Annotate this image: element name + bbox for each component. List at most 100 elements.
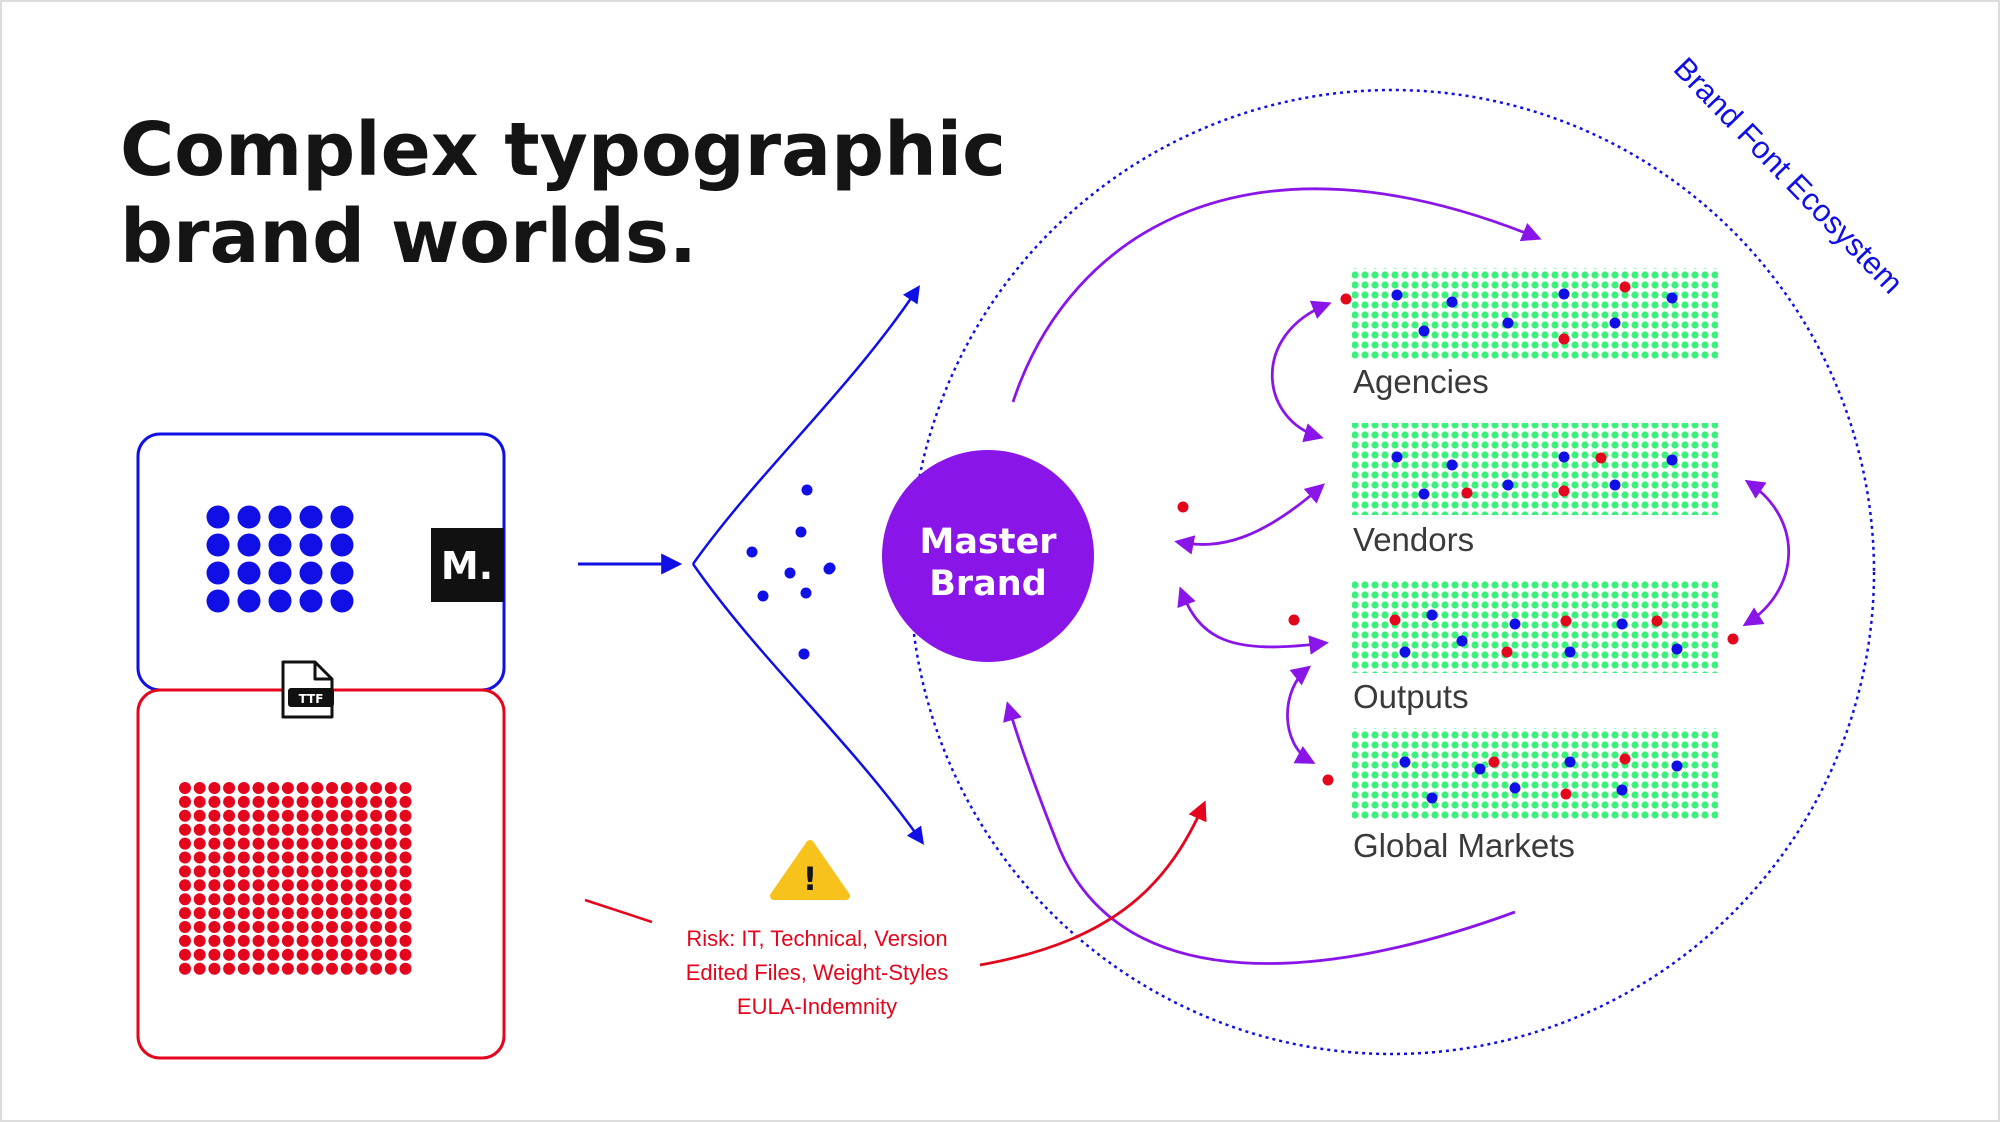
unmanaged-font-dot: [384, 893, 397, 906]
matrix-blue-dot: [1609, 317, 1621, 329]
matrix-red-dot: [1340, 293, 1352, 305]
unmanaged-font-dot: [296, 837, 309, 850]
unmanaged-font-dot: [281, 879, 294, 892]
brand-font-dot: [299, 589, 323, 613]
unmanaged-font-dot: [355, 879, 368, 892]
unmanaged-font-dot: [179, 962, 191, 975]
matrix-blue-dot: [1564, 646, 1576, 658]
unmanaged-font-dot: [296, 934, 309, 947]
ttf-file-icon: TTF: [281, 660, 334, 719]
unmanaged-font-dot: [237, 934, 250, 947]
unmanaged-font-dot: [252, 837, 265, 850]
unmanaged-font-dot: [311, 907, 324, 920]
brand-font-dot: [330, 533, 354, 557]
matrix-red-dot: [1322, 774, 1334, 786]
unmanaged-font-dot: [179, 907, 191, 920]
unmanaged-font-dot: [237, 865, 250, 878]
unmanaged-font-dot: [237, 893, 250, 906]
matrix-blue-dot: [1474, 763, 1486, 775]
unmanaged-font-dot: [399, 921, 412, 933]
matrix-blue-dot: [1391, 289, 1403, 301]
unmanaged-font-dot: [370, 809, 383, 822]
scattered-font-dot: [746, 546, 758, 558]
unmanaged-font-dot: [179, 823, 191, 836]
unmanaged-font-dot: [179, 837, 191, 850]
unmanaged-font-dot: [179, 934, 191, 947]
matrix-blue-dot: [1558, 288, 1570, 300]
unmanaged-font-dot-grid: [179, 782, 412, 975]
unmanaged-font-dot: [237, 809, 250, 822]
page-title-line-2: brand worlds.: [120, 194, 697, 280]
unmanaged-font-dot: [267, 934, 280, 947]
unmanaged-font-dot: [340, 879, 353, 892]
unmanaged-font-dot: [370, 865, 383, 878]
unmanaged-font-dot: [399, 962, 412, 975]
unmanaged-font-dot: [281, 865, 294, 878]
unmanaged-font-dot: [326, 948, 338, 961]
unmanaged-font-dot: [267, 865, 280, 878]
unmanaged-font-dot: [355, 934, 368, 947]
unmanaged-font-dot: [370, 907, 383, 920]
unmanaged-font-dot: [208, 851, 221, 864]
brand-font-dot: [237, 533, 261, 557]
unmanaged-font-dot: [370, 948, 383, 961]
group-label-global-markets: Global Markets: [1353, 827, 1575, 864]
unmanaged-font-dot: [179, 921, 191, 933]
unmanaged-font-dot: [340, 865, 353, 878]
unmanaged-font-dot: [296, 962, 309, 975]
unmanaged-font-dot: [384, 934, 397, 947]
unmanaged-font-dot: [193, 795, 206, 808]
unmanaged-font-dot: [311, 823, 324, 836]
matrix-blue-dot: [1558, 451, 1570, 463]
unmanaged-font-dot: [399, 865, 412, 878]
unmanaged-font-dot: [193, 809, 206, 822]
unmanaged-font-dot: [340, 962, 353, 975]
matrix-blue-dot: [1666, 454, 1678, 466]
unmanaged-font-dot: [179, 851, 191, 864]
agencies-font-matrix: [1352, 268, 1718, 360]
unmanaged-font-dot: [193, 879, 206, 892]
matrix-blue-dot: [1616, 784, 1628, 796]
risk-text-line-3: EULA-Indemnity: [737, 994, 897, 1019]
matrix-red-dot: [1389, 614, 1401, 626]
scattered-font-dot: [800, 587, 812, 599]
unmanaged-font-dot: [384, 879, 397, 892]
unmanaged-font-dot: [208, 809, 221, 822]
unmanaged-font-dot: [399, 948, 412, 961]
unmanaged-font-dot: [326, 865, 338, 878]
unmanaged-font-dot: [355, 948, 368, 961]
unmanaged-font-dot: [340, 948, 353, 961]
unmanaged-font-dot: [252, 879, 265, 892]
matrix-blue-dot: [1418, 488, 1430, 500]
unmanaged-font-dot: [399, 837, 412, 850]
unmanaged-font-dot: [311, 837, 324, 850]
fan-arrow-up: [691, 285, 920, 565]
matrix-blue-dot: [1671, 760, 1683, 772]
unmanaged-font-dot: [326, 823, 338, 836]
unmanaged-font-dot: [281, 934, 294, 947]
unmanaged-font-dot: [237, 782, 250, 794]
unmanaged-font-dot: [281, 962, 294, 975]
unmanaged-font-dot: [223, 893, 236, 906]
master-brand-circle: [882, 450, 1094, 662]
unmanaged-font-dot: [340, 907, 353, 920]
unmanaged-font-dot: [384, 823, 397, 836]
unmanaged-font-dot: [311, 893, 324, 906]
unmanaged-font-dot: [355, 893, 368, 906]
unmanaged-font-dot: [252, 823, 265, 836]
unmanaged-font-dot: [311, 921, 324, 933]
unmanaged-font-dot: [223, 934, 236, 947]
unmanaged-font-dot: [296, 823, 309, 836]
matrix-blue-dot: [1456, 635, 1468, 647]
unmanaged-font-dot: [193, 921, 206, 933]
unmanaged-font-dot: [340, 837, 353, 850]
unmanaged-font-dot: [252, 948, 265, 961]
outputs-font-matrix: [1352, 581, 1718, 673]
unmanaged-font-dot: [311, 934, 324, 947]
master-brand-line-1: Master: [919, 522, 1057, 562]
unmanaged-font-dot: [252, 962, 265, 975]
unmanaged-font-dot: [208, 837, 221, 850]
ttf-file-label: TTF: [299, 692, 324, 706]
unmanaged-font-dot: [267, 948, 280, 961]
